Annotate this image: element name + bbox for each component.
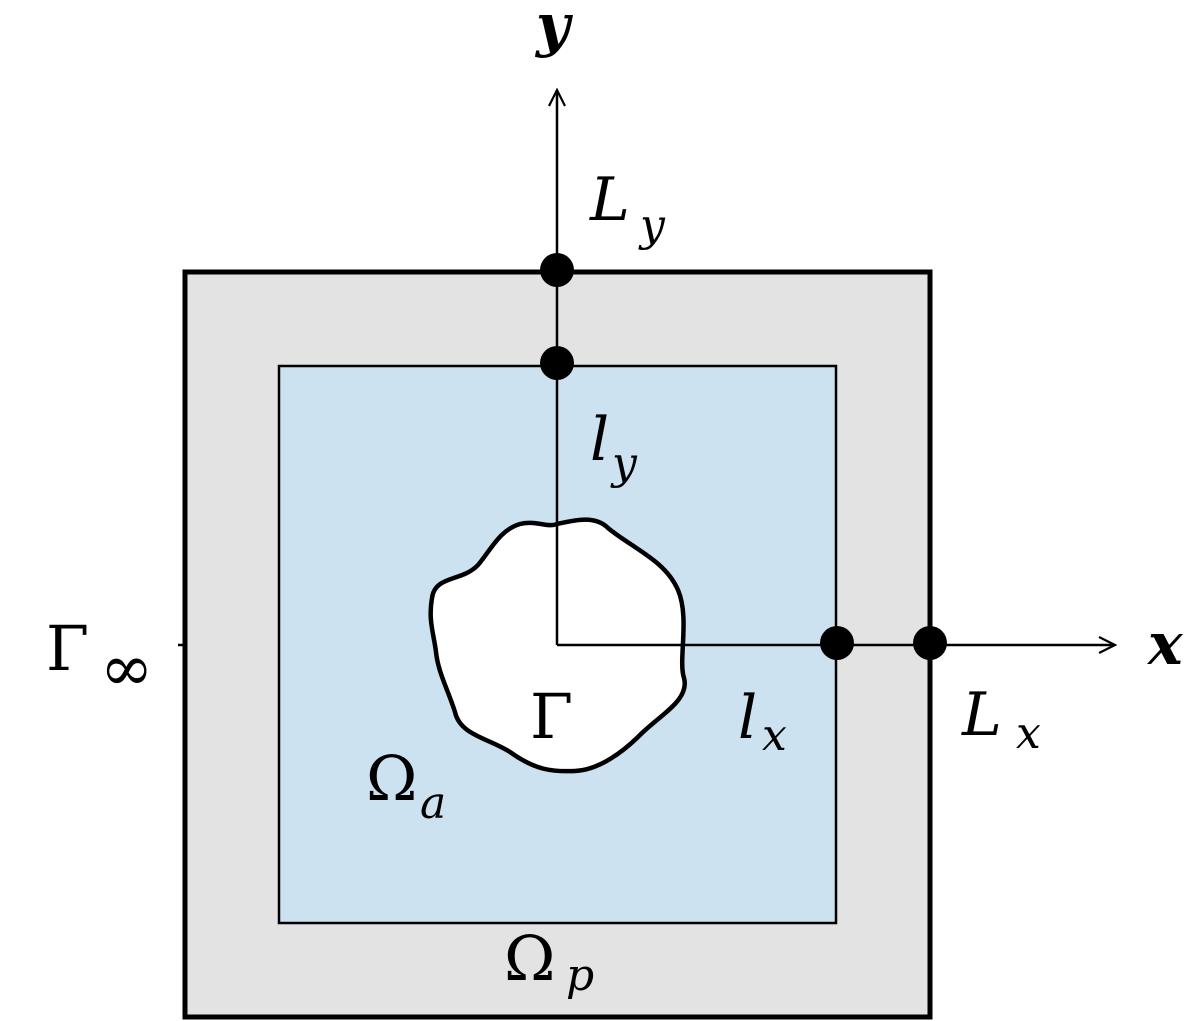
svg-text:Ω: Ω — [366, 742, 417, 815]
svg-text:y: y — [610, 438, 638, 489]
label-gamma: Γ — [530, 680, 573, 753]
svg-text:Γ: Γ — [46, 612, 89, 685]
label-Lx: L x — [961, 680, 1041, 759]
dot-Lx — [913, 626, 947, 660]
svg-text:x: x — [1016, 708, 1041, 759]
label-omega-a: Ω a — [366, 742, 446, 829]
dot-lx — [820, 626, 854, 660]
svg-text:∞: ∞ — [100, 632, 153, 706]
svg-text:l: l — [738, 683, 757, 753]
label-gamma-inf: Γ ∞ — [46, 612, 153, 706]
svg-text:l: l — [590, 405, 609, 475]
x-axis-label: x — [1146, 610, 1184, 678]
svg-text:Ω: Ω — [504, 922, 555, 995]
dot-Ly — [540, 253, 574, 287]
y-axis-label: y — [534, 0, 574, 59]
svg-text:p: p — [566, 950, 594, 1001]
label-omega-p: Ω p — [504, 922, 594, 1001]
label-ly: l y — [590, 405, 638, 489]
svg-text:L: L — [589, 165, 630, 235]
svg-text:y: y — [638, 200, 666, 251]
label-lx: l x — [738, 683, 787, 761]
svg-text:a: a — [420, 778, 446, 829]
svg-text:L: L — [961, 680, 1002, 750]
label-Ly: L y — [589, 165, 666, 251]
svg-text:x: x — [762, 710, 787, 761]
dot-ly — [540, 346, 574, 380]
